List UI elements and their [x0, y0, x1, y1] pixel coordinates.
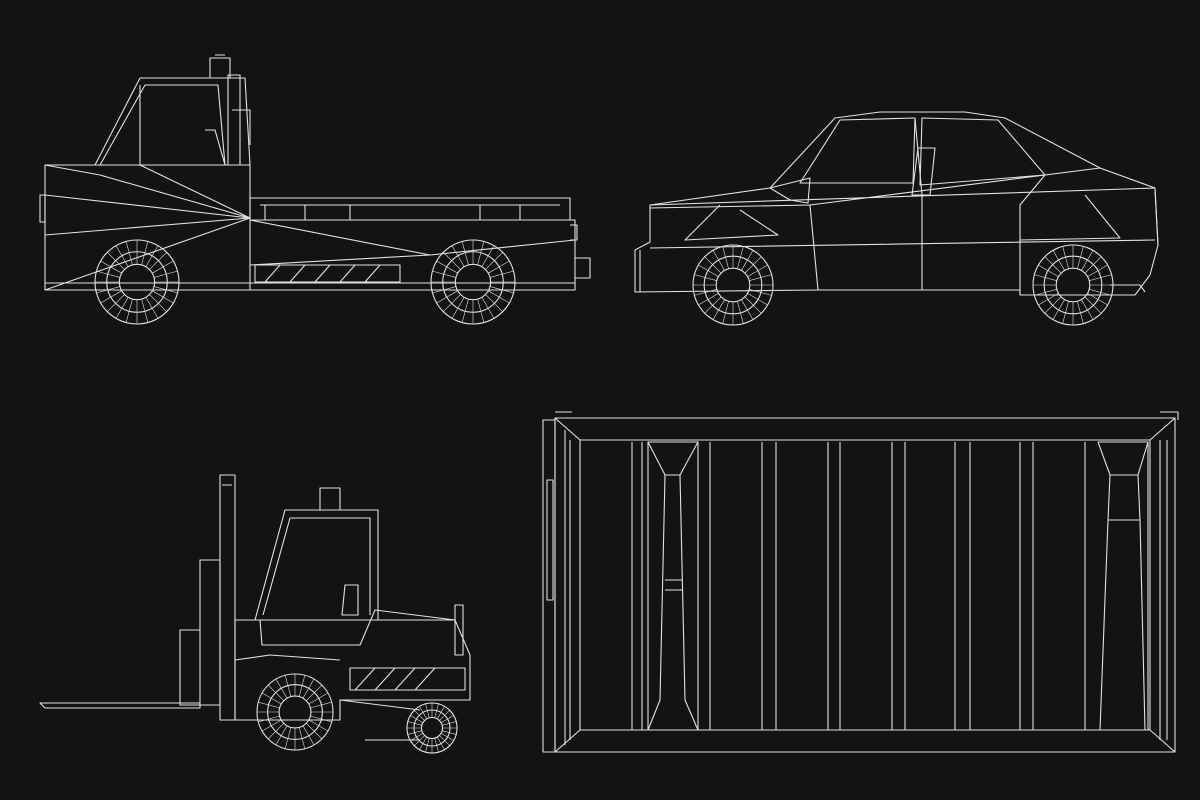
car-wheel-icon	[692, 244, 774, 326]
wheels	[94, 239, 1114, 754]
forklift-forks	[39, 702, 201, 709]
forklift-hazard-stripe	[349, 667, 466, 691]
forklift-wheel-icon	[256, 673, 334, 751]
forklift	[39, 474, 471, 741]
forklift-wheel-icon	[406, 702, 458, 754]
shipping-container	[542, 411, 1179, 753]
truck-hazard-stripe	[254, 264, 401, 283]
truck-wheel-icon	[94, 239, 180, 325]
car-body-outline	[634, 111, 1159, 296]
sedan-car	[634, 111, 1159, 296]
truck-wheel-icon	[430, 239, 516, 325]
car-wheel-icon	[1032, 244, 1114, 326]
flatbed-truck	[39, 54, 591, 291]
